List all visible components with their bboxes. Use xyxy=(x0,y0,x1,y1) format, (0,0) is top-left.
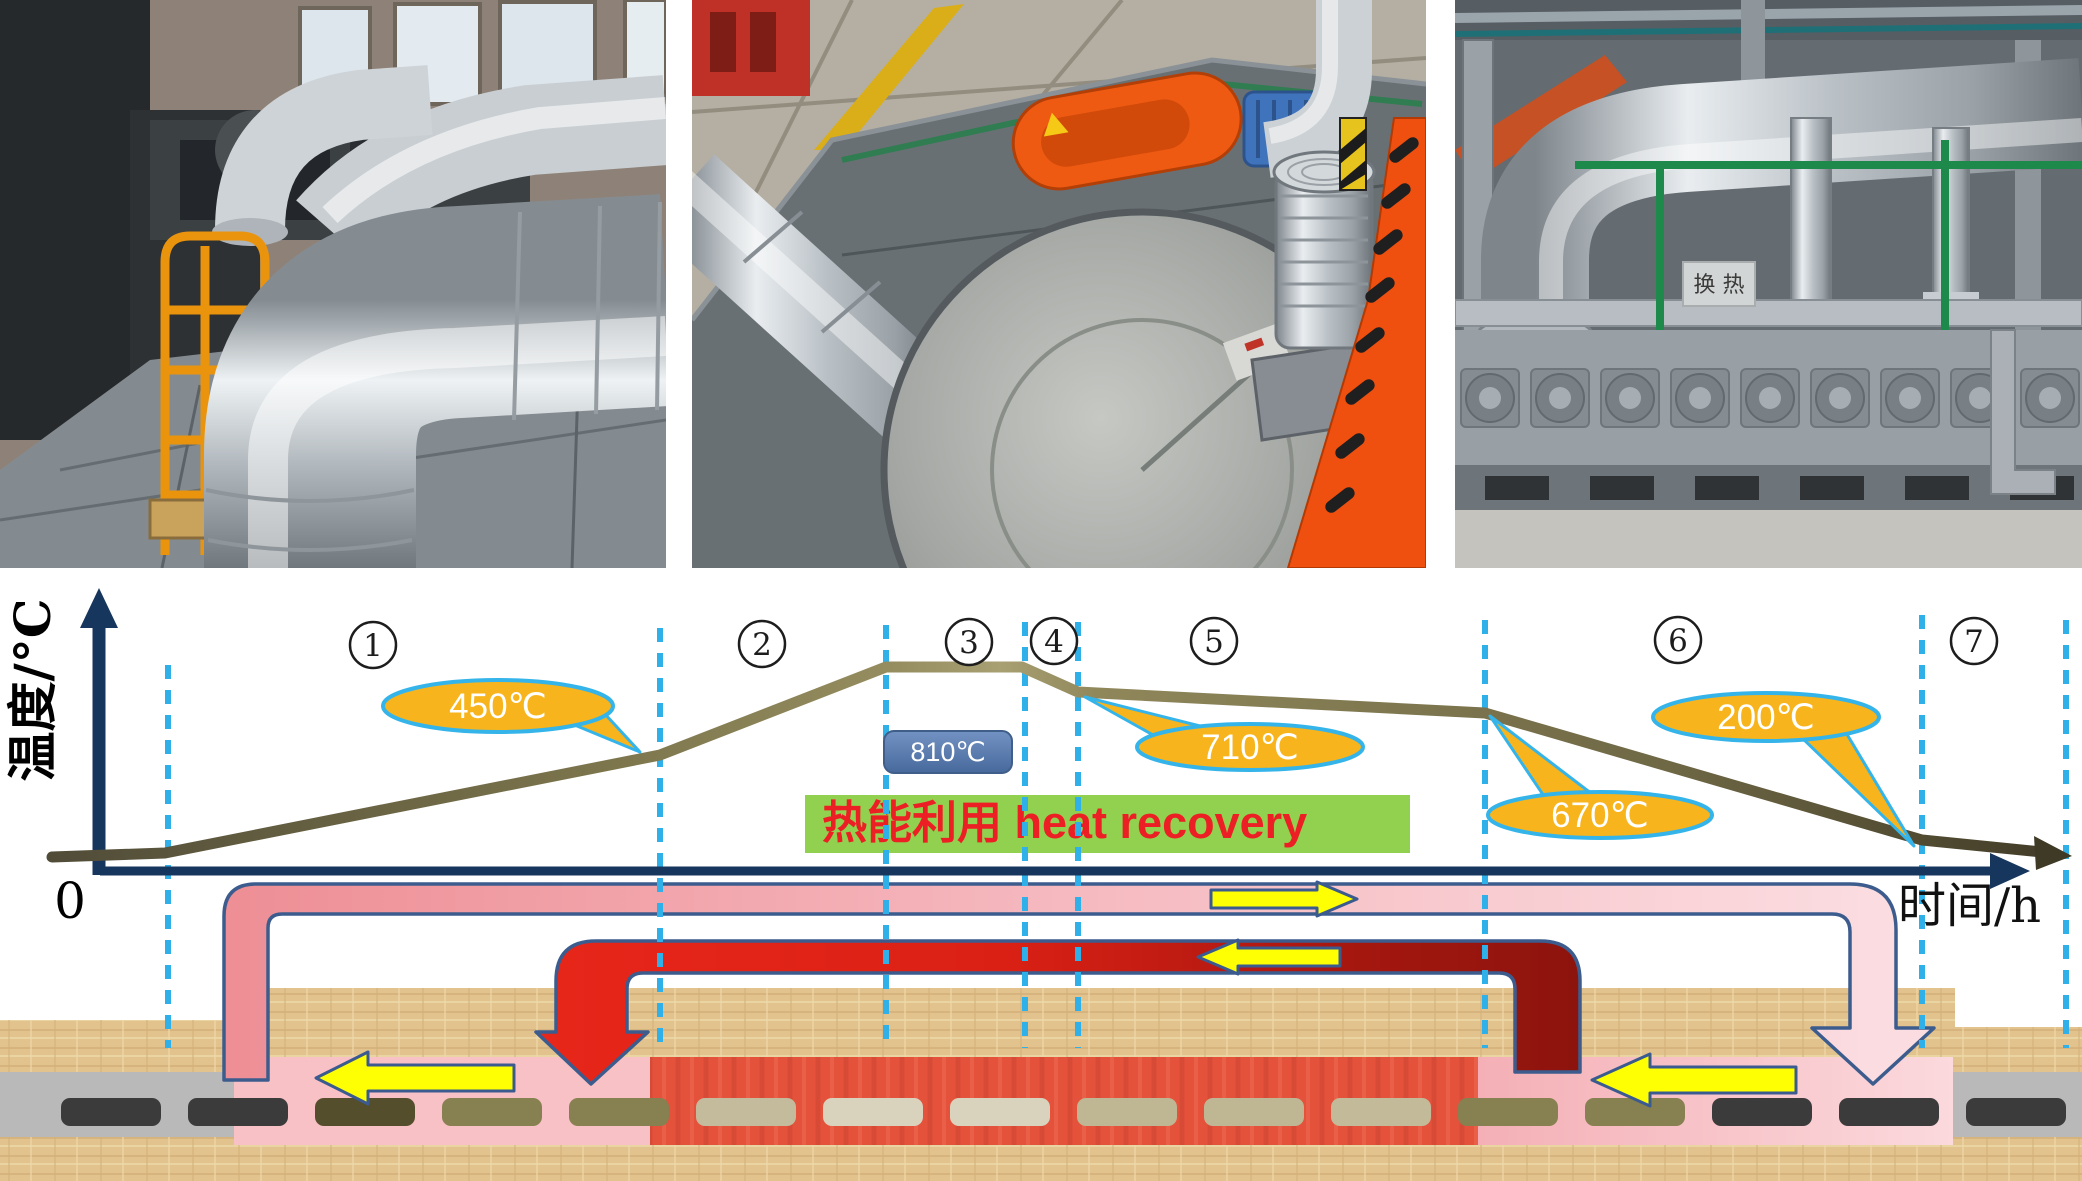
ware-tile xyxy=(823,1098,923,1126)
ware-tile xyxy=(188,1098,288,1126)
down-chute xyxy=(1990,329,2056,495)
orange-belt-guard xyxy=(1011,71,1243,191)
svg-text:5: 5 xyxy=(1204,624,1224,660)
rail-handles xyxy=(1325,137,1419,513)
heat-exchanger-sign: 换 热 xyxy=(1682,261,1756,307)
top-right-elbow-duct xyxy=(1262,0,1372,178)
heat-recovery-banner: 热能利用 heat recovery xyxy=(805,795,1410,853)
overhead-pipes xyxy=(1455,0,2082,40)
zone-label-5: 5 xyxy=(1189,616,1239,666)
airflow-arrow-left xyxy=(1590,1052,1798,1108)
ware-tile xyxy=(1712,1098,1812,1126)
orange-beam xyxy=(1455,55,1627,180)
ware-tile xyxy=(315,1098,415,1126)
ware-tile xyxy=(61,1098,161,1126)
airflow-arrow-left xyxy=(1196,938,1342,976)
zone-label-2: 2 xyxy=(737,619,787,669)
ware-tile xyxy=(1204,1098,1304,1126)
safety-bollard xyxy=(1339,117,1367,191)
airflow-arrows xyxy=(314,880,1798,1108)
photo-exhaust-duct-elbows xyxy=(0,0,666,568)
callout-text: 710℃ xyxy=(1201,728,1299,767)
exhaust-duct xyxy=(534,939,1582,1086)
callout-text: 200℃ xyxy=(1717,698,1815,737)
photo-recirculation-fan xyxy=(692,0,1426,568)
zone-label-7: 7 xyxy=(1949,616,1999,666)
axes xyxy=(80,588,2030,889)
sign-text: 换 热 xyxy=(1694,273,1745,298)
kiln-cross-section xyxy=(0,988,2082,1181)
ware-tile xyxy=(1585,1098,1685,1126)
zone-label-4: 4 xyxy=(1029,616,1079,666)
svg-text:1: 1 xyxy=(363,628,383,664)
kiln-base xyxy=(1455,465,2082,510)
zone-label-6: 6 xyxy=(1653,615,1703,665)
steel-beam xyxy=(1455,299,2082,327)
ware-tiles xyxy=(61,1098,2066,1126)
svg-text:6: 6 xyxy=(1668,623,1688,659)
origin-label: 0 xyxy=(54,872,86,930)
y-axis-label: 温度/°C xyxy=(3,598,62,781)
y-axis-arrow-icon xyxy=(80,588,118,628)
background-duct xyxy=(296,75,666,261)
x-axis-label: 时间/h xyxy=(1898,878,2041,934)
warning-triangle-icon xyxy=(1043,112,1069,137)
ware-tile xyxy=(696,1098,796,1126)
banner-text: 热能利用 heat recovery xyxy=(822,797,1307,848)
peak-temp-badge: 810℃ xyxy=(883,730,1013,774)
orange-kiln-rail xyxy=(1286,117,1426,568)
badge-text: 810℃ xyxy=(910,737,985,767)
x-axis-arrow-icon xyxy=(1990,853,2030,889)
svg-text:2: 2 xyxy=(752,627,772,663)
ware-tile xyxy=(1331,1098,1431,1126)
callout-text: 670℃ xyxy=(1551,796,1649,835)
curve-arrow-icon xyxy=(2034,836,2072,870)
temperature-diagram: 热能利用 heat recovery 810℃ xyxy=(0,588,2082,1181)
badge-background xyxy=(883,730,1013,774)
zone-labels: 1 2 3 4 5 6 7 xyxy=(348,615,1999,670)
callout-710: 710℃ xyxy=(1083,695,1365,772)
supply-duct xyxy=(222,882,1936,1086)
svg-text:7: 7 xyxy=(1964,624,1984,660)
zone-label-1: 1 xyxy=(348,620,398,670)
photo-heat-exchanger-section: 换 热 xyxy=(1455,0,2082,568)
svg-text:3: 3 xyxy=(959,625,979,661)
ware-tile xyxy=(1839,1098,1939,1126)
ware-tile xyxy=(1458,1098,1558,1126)
ware-tile xyxy=(1966,1098,2066,1126)
callout-450: 450℃ xyxy=(381,678,642,754)
ware-tile xyxy=(442,1098,542,1126)
plant-floor xyxy=(1455,510,2082,568)
temperature-curve xyxy=(46,661,2072,870)
red-machine xyxy=(692,0,810,96)
yellow-floor-line xyxy=(814,4,964,150)
svg-text:4: 4 xyxy=(1044,624,1064,660)
callout-670: 670℃ xyxy=(1486,714,1714,840)
callout-200: 200℃ xyxy=(1651,691,1916,848)
banner-background xyxy=(805,795,1410,853)
large-duct-elbow xyxy=(204,194,666,568)
ware-tile xyxy=(950,1098,1050,1126)
airflow-arrow-left xyxy=(314,1050,516,1106)
callout-text: 450℃ xyxy=(449,687,547,726)
temp-callouts: 450℃ 710℃ 670℃ 200℃ xyxy=(381,678,1916,848)
zone-label-3: 3 xyxy=(944,617,994,667)
airflow-arrow-right xyxy=(1209,880,1359,918)
ware-tile xyxy=(1077,1098,1177,1126)
dark-kiln-cars xyxy=(0,0,150,440)
zone-dividers xyxy=(165,615,2069,1048)
ware-tile xyxy=(569,1098,669,1126)
kiln-side-flanges xyxy=(1455,330,2082,465)
